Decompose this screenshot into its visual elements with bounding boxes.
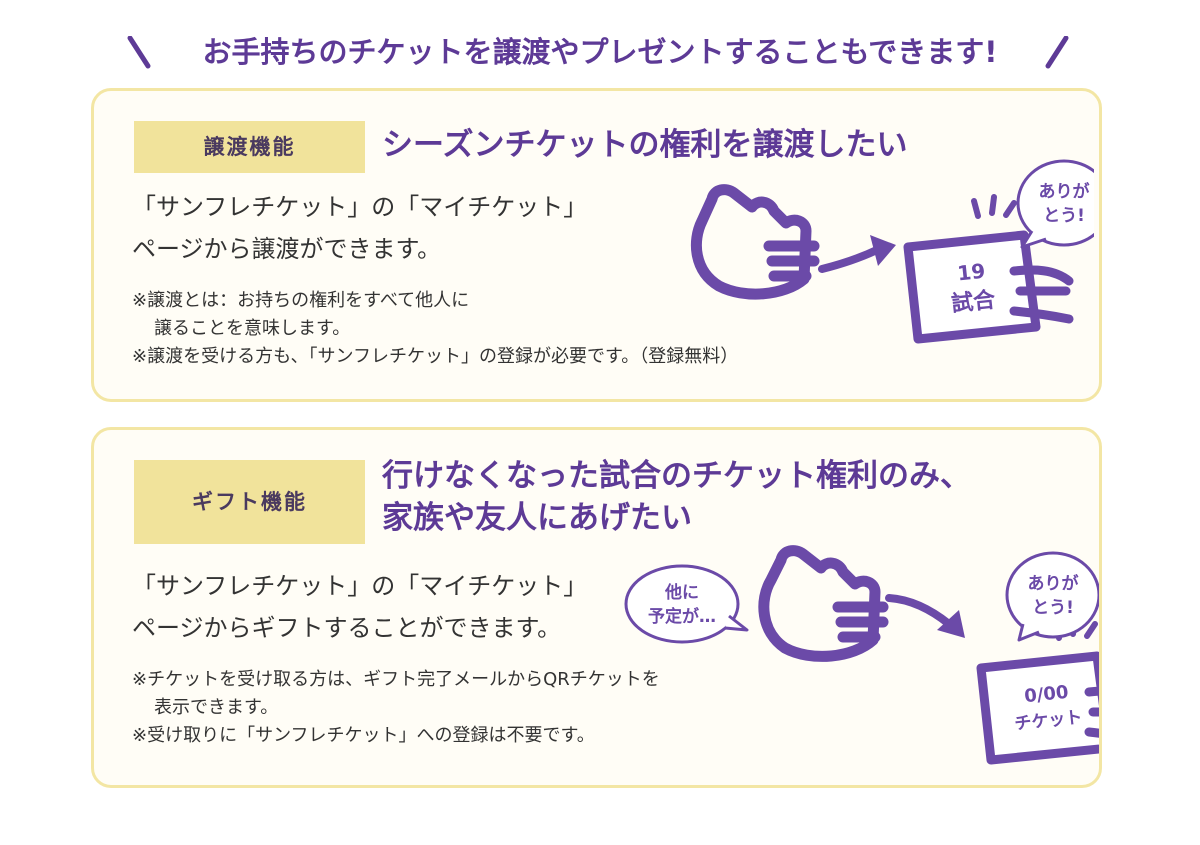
title-line: シーズンチケットの権利を譲渡したい xyxy=(382,127,908,163)
note-line: ※譲渡を受ける方も、「サンフレチケット」の登録が必要です。（登録無料） xyxy=(132,346,739,367)
ticket-line: 19 xyxy=(956,259,986,286)
body-line: 「サンフレチケット」の「マイチケット」 xyxy=(132,193,588,221)
ticket-line: 試合 xyxy=(950,287,997,318)
note-line: ※譲渡とは：お持ちの権利をすべて他人に xyxy=(132,290,470,311)
speech-bubble-icon: ありが とう! xyxy=(1005,551,1099,642)
body-line: ページからギフトすることができます。 xyxy=(132,614,562,642)
gift-tag: ギフト機能 xyxy=(134,460,365,544)
note-line: ※チケットを受け取る方は、ギフト完了メールからQRチケットを xyxy=(132,669,660,690)
transfer-panel: 譲渡機能 シーズンチケットの権利を譲渡したい 「サンフレチケット」の「マイチケッ… xyxy=(91,88,1102,402)
hand-icon xyxy=(690,184,820,300)
note-line: 譲ることを意味します。 xyxy=(154,318,351,339)
slash-left-icon xyxy=(127,36,151,69)
transfer-title: シーズンチケットの権利を譲渡したい xyxy=(382,124,907,166)
speech-bubble-icon: 他に 予定が… xyxy=(624,564,749,644)
gift-title: 行けなくなった試合のチケット権利のみ、 家族や友人にあげたい xyxy=(382,455,971,539)
title-line: 家族や友人にあげたい xyxy=(382,500,692,536)
ticket-icon: 19 試合 xyxy=(903,194,1074,344)
body-line: 「サンフレチケット」の「マイチケット」 xyxy=(132,572,588,600)
transfer-notes: ※譲渡とは：お持ちの権利をすべて他人に 譲ることを意味します。 ※譲渡を受ける方… xyxy=(132,287,738,371)
ticket-icon: 0/00 チケット xyxy=(976,615,1099,765)
ticket-line: 0/00 xyxy=(1023,682,1069,708)
arrow-icon xyxy=(818,235,896,273)
gift-panel: ギフト機能 行けなくなった試合のチケット権利のみ、 家族や友人にあげたい 「サン… xyxy=(91,427,1102,788)
hand-icon xyxy=(758,545,889,662)
bubble-line: ありが xyxy=(1028,573,1079,594)
note-line: 表示できます。 xyxy=(154,697,279,718)
bubble-line: 他に xyxy=(664,582,699,603)
body-line: ページから譲渡ができます。 xyxy=(132,235,442,263)
transfer-body: 「サンフレチケット」の「マイチケット」 ページから譲渡ができます。 xyxy=(132,186,587,270)
gift-body: 「サンフレチケット」の「マイチケット」 ページからギフトすることができます。 xyxy=(132,565,587,649)
transfer-illustration: 19 試合 ありが とう! xyxy=(690,159,1094,344)
transfer-tag: 譲渡機能 xyxy=(134,121,365,173)
gift-illustration: 他に 予定が… 0/00 チケット ありが xyxy=(624,545,1099,765)
gift-notes: ※チケットを受け取る方は、ギフト完了メールからQRチケットを 表示できます。 ※… xyxy=(132,666,660,750)
title-line: 行けなくなった試合のチケット権利のみ、 xyxy=(382,458,971,494)
bubble-line: とう! xyxy=(1032,598,1074,618)
page-headline: お手持ちのチケットを譲渡やプレゼントすることもできます! xyxy=(202,35,998,69)
arrow-icon xyxy=(885,594,965,638)
bubble-line: ありが xyxy=(1039,181,1090,202)
note-line: ※受け取りに「サンフレチケット」への登録は不要です。 xyxy=(132,725,595,746)
bubble-line: 予定が… xyxy=(648,606,716,627)
slash-right-icon xyxy=(1045,36,1069,69)
speech-bubble-icon: ありが とう! xyxy=(1016,159,1094,249)
bubble-line: とう! xyxy=(1043,206,1085,226)
